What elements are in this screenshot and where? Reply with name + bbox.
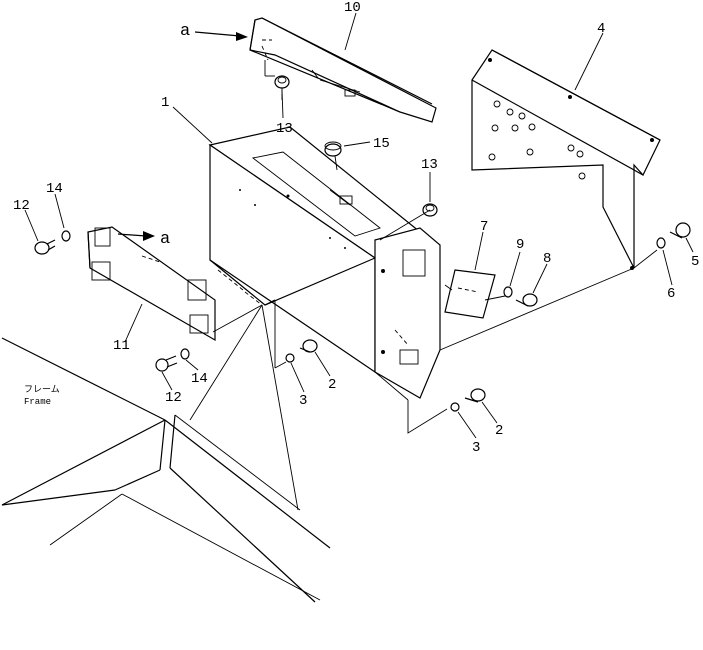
bolt-5 (669, 222, 691, 239)
callout-12-lower: 12 (165, 390, 182, 406)
callout-10: 10 (344, 0, 361, 16)
view-arrows (117, 31, 248, 241)
bolt-2-lower (464, 388, 486, 403)
washer-3-lower (450, 402, 460, 412)
part-11-bracket (87, 226, 216, 342)
plate-holes (488, 100, 586, 180)
assembly-lines (189, 88, 658, 511)
bolt-8 (515, 293, 538, 307)
washer-3-middle (285, 353, 295, 363)
callout-13-upper: 13 (276, 121, 293, 137)
callout-labels: 1 10 4 15 13 13 7 9 8 5 6 11 12 14 12 14… (13, 0, 699, 456)
callout-8: 8 (543, 251, 551, 267)
arrow-head-icon (143, 231, 155, 241)
hardware (34, 75, 691, 412)
callout-2-middle: 2 (328, 377, 336, 393)
bolt-12-lower (155, 355, 178, 372)
frame-label-jp: フレーム (24, 384, 60, 395)
callout-7: 7 (480, 219, 488, 235)
callout-13-right: 13 (421, 157, 438, 173)
nut-13-upper (274, 75, 290, 89)
callout-11: 11 (113, 338, 130, 354)
part-1-box (208, 126, 432, 374)
bolt-12-upper (34, 239, 56, 255)
callout-4: 4 (597, 21, 605, 37)
bolt-2-middle (299, 339, 318, 353)
nut-15 (324, 141, 342, 171)
callout-2-lower: 2 (495, 423, 503, 439)
part-4-plate (471, 49, 661, 270)
callout-12-upper: 12 (13, 198, 30, 214)
frame-structure (1, 337, 331, 603)
callout-14-upper: 14 (46, 181, 63, 197)
frame-label-en: Frame (24, 397, 51, 407)
washer-14-upper (61, 230, 71, 242)
view-marker-a-top: a (180, 22, 190, 41)
part-7-hinge (444, 269, 496, 319)
washer-14-lower (180, 348, 190, 360)
callout-5: 5 (691, 254, 699, 270)
callout-14-lower: 14 (191, 371, 208, 387)
side-panel (374, 227, 441, 399)
callout-3-middle: 3 (299, 393, 307, 409)
callout-1: 1 (161, 95, 169, 111)
leader-lines (24, 12, 694, 439)
callout-6: 6 (667, 286, 675, 302)
callout-15: 15 (373, 136, 390, 152)
arrow-head-icon (236, 32, 248, 41)
callout-3-lower: 3 (472, 440, 480, 456)
washer-6 (656, 237, 666, 249)
washer-9 (503, 286, 513, 298)
view-marker-a-left: a (160, 230, 170, 249)
part-10-cover (249, 17, 437, 123)
callout-9: 9 (516, 237, 524, 253)
